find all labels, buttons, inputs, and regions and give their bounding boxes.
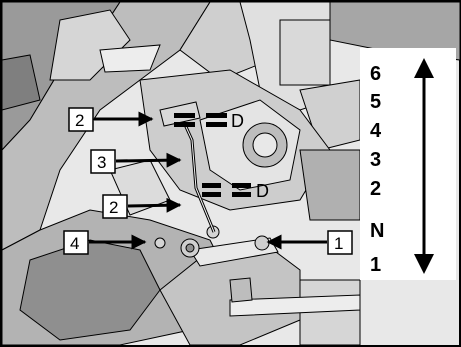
callout-label: 4 — [70, 234, 79, 253]
gear-label: 1 — [370, 254, 381, 276]
gear-panel — [360, 48, 456, 280]
callout-1: 1 — [266, 230, 353, 255]
callout-2-lower: 2 — [102, 194, 182, 219]
callout-label: 3 — [97, 153, 106, 172]
gear-label: 5 — [370, 91, 381, 113]
callout-label: 1 — [334, 234, 343, 253]
callout-3: 3 — [90, 149, 182, 174]
callout-label: 2 — [109, 198, 118, 217]
gear-label: 4 — [370, 120, 382, 142]
torque-symbol: D — [231, 111, 244, 131]
gear-sequence: 6 5 4 3 2 N 1 — [370, 63, 384, 276]
callout-2-upper: 2 — [68, 107, 154, 132]
torque-mark-upper: D — [174, 111, 244, 131]
gear-direction-arrow-icon — [414, 58, 434, 274]
gear-label: 6 — [370, 63, 381, 85]
gear-label: N — [370, 220, 384, 242]
gear-label: 2 — [370, 178, 381, 200]
torque-symbol: D — [256, 181, 269, 201]
callout-label: 2 — [75, 111, 84, 130]
torque-mark-lower: D — [202, 181, 269, 201]
callout-4: 4 — [63, 230, 147, 255]
gear-label: 3 — [370, 149, 381, 171]
